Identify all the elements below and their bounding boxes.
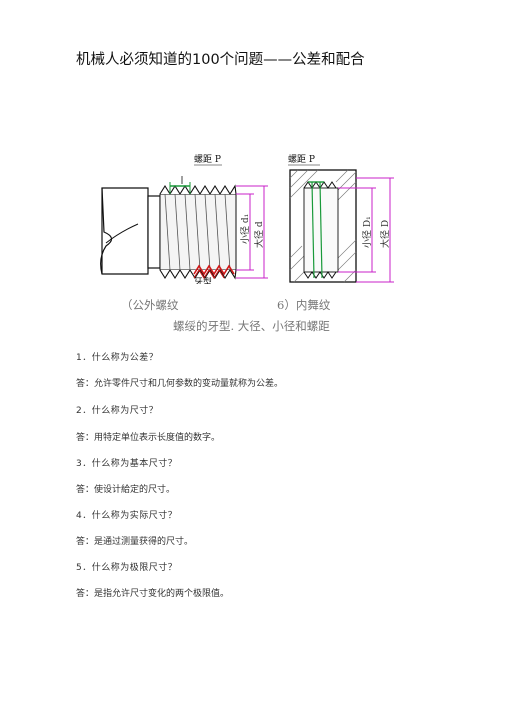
thread-profile-label: 牙型 xyxy=(194,277,212,284)
question-1: 1．什么称为公差？ xyxy=(76,353,159,363)
nut-hatching xyxy=(289,169,357,283)
nut-green-lines xyxy=(311,181,323,279)
answer-4: 答：是通过测量获得的尺寸。 xyxy=(76,537,194,547)
minor-d1-label: 小径 d₁ xyxy=(239,214,251,244)
nut-dimension-lines xyxy=(338,177,394,283)
question-2: 2．什么称为尺寸？ xyxy=(76,406,159,416)
pitch-left-label: 螺距 P xyxy=(194,154,221,165)
pitch-right-label: 螺距 P xyxy=(288,154,315,165)
bolt-neck xyxy=(147,195,161,269)
answer-1: 答：允许零件尺寸和几何参数的变动量就称为公差。 xyxy=(76,379,284,389)
bolt-teeth-top xyxy=(159,184,237,196)
question-4: 4．什么称为实际尺寸？ xyxy=(76,511,178,521)
figure-caption: 螺绥的牙型. 大径、小径和螺距 xyxy=(173,319,330,333)
bolt-dimension-lines xyxy=(236,185,268,279)
thread-diagram-svg: 螺距 P 小径 d₁ 大径 d 牙型 xyxy=(100,154,394,288)
bolt-thread-lines xyxy=(164,193,231,271)
answer-2: 答：用特定单位表示长度值的数字。 xyxy=(76,433,221,443)
major-D-label: 大径 D xyxy=(379,220,391,248)
major-d-label: 大径 d xyxy=(253,221,265,248)
caption-internal-thread: 6）内舞纹 xyxy=(277,298,331,312)
answer-3: 答：使设计給定的尺寸。 xyxy=(76,485,176,495)
question-3: 3．什么称为基本尺寸？ xyxy=(76,459,178,469)
thread-diagram: 螺距 P 小径 d₁ 大径 d 牙型 xyxy=(98,148,404,288)
caption-external-thread: （公外螺纹 xyxy=(121,298,179,312)
thread-profile-marks xyxy=(193,264,235,276)
bolt-body xyxy=(159,193,237,271)
question-5: 5．什么称为极限尺寸？ xyxy=(76,563,178,573)
answer-5: 答：是指允许尺寸变化的两个极限值。 xyxy=(76,589,230,599)
page-title: 机械人必须知道的100个问题——公差和配合 xyxy=(76,52,365,68)
minor-D1-label: 小径 D₁ xyxy=(361,216,373,248)
